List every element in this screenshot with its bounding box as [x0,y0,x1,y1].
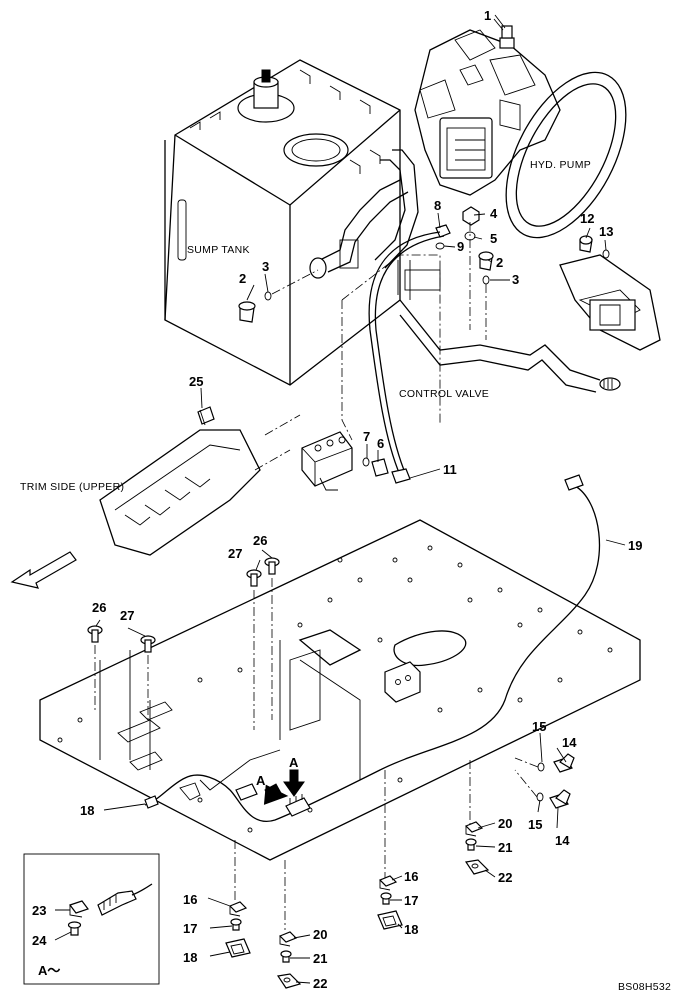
pump-bracket [559,235,661,351]
hyd-pump-label: HYD. PUMP [530,159,591,171]
callout-17-left: 17 [183,921,197,936]
callout-15-lower: 15 [528,817,542,832]
callout-7: 7 [363,429,370,444]
callout-27-left: 27 [120,608,134,623]
clamps-lower [225,760,490,989]
callout-23: 23 [32,903,46,918]
callout-1: 1 [484,8,491,23]
callout-27-right: 27 [228,546,242,561]
callout-20-lower: 20 [313,927,327,942]
callout-17-middle: 17 [404,893,418,908]
callout-2-tank: 2 [239,271,246,286]
harness-19 [144,474,601,823]
front-direction-arrow-icon [10,551,77,589]
callout-14-upper: 14 [562,735,577,750]
plate-valve-block [384,661,421,703]
callout-18-harness: 18 [80,803,94,818]
callout-19: 19 [628,538,642,553]
callout-8: 8 [434,198,441,213]
callout-13: 13 [599,224,613,239]
hydraulic-pump: HYD. PUMP [414,14,627,239]
floor-plate [39,519,641,861]
callout-18-middle: 18 [404,922,418,937]
callout-21-right: 21 [498,840,512,855]
trim-side-label: TRIM SIDE (UPPER) [20,481,124,493]
drawing-code: BS08H532 [618,981,671,993]
callout-24: 24 [32,933,47,948]
callout-25: 25 [189,374,203,389]
control-valve-label: CONTROL VALVE [399,388,489,400]
valve-fittings [435,206,494,340]
callout-16-middle: 16 [404,869,418,884]
callout-22-lower: 22 [313,976,327,991]
control-valve: CONTROL VALVE [341,254,621,441]
callout-6: 6 [377,436,384,451]
plate-holes [57,545,613,833]
view-a-arrows: A A [256,755,305,805]
callout-12: 12 [580,211,594,226]
callout-14-lower: 14 [555,833,570,848]
callout-3-tank: 3 [262,259,269,274]
hose-11 [362,231,445,484]
callout-3-valve: 3 [512,272,519,287]
inset-a-label: A～ [38,963,60,978]
callout-18-left: 18 [183,950,197,965]
callout-22-right: 22 [498,870,512,885]
callout-numbers: 1 2 3 4 5 2 3 6 7 8 9 11 12 13 14 14 15 … [32,8,642,991]
callout-5: 5 [490,231,497,246]
mounting-bolts [87,557,280,730]
callout-11: 11 [443,462,457,477]
pressure-switches [514,753,575,809]
sump-tank-label: SUMP TANK [187,244,250,256]
inset-view-a: A～ [23,853,160,985]
callout-21-lower: 21 [313,951,327,966]
view-a-label-top: A [289,755,299,770]
callout-20-right: 20 [498,816,512,831]
callout-26-left: 26 [92,600,106,615]
sump-tank: SUMP TANK [164,59,419,386]
callout-4: 4 [490,206,498,221]
valve-block [301,431,353,491]
view-a-label-left: A [256,773,266,788]
callout-2-valve: 2 [496,255,503,270]
callout-15-upper: 15 [532,719,546,734]
leader-lines [54,18,626,984]
trim-side: TRIM SIDE (UPPER) [20,406,301,556]
callout-26-right: 26 [253,533,267,548]
callout-9: 9 [457,239,464,254]
callout-16-left: 16 [183,892,197,907]
